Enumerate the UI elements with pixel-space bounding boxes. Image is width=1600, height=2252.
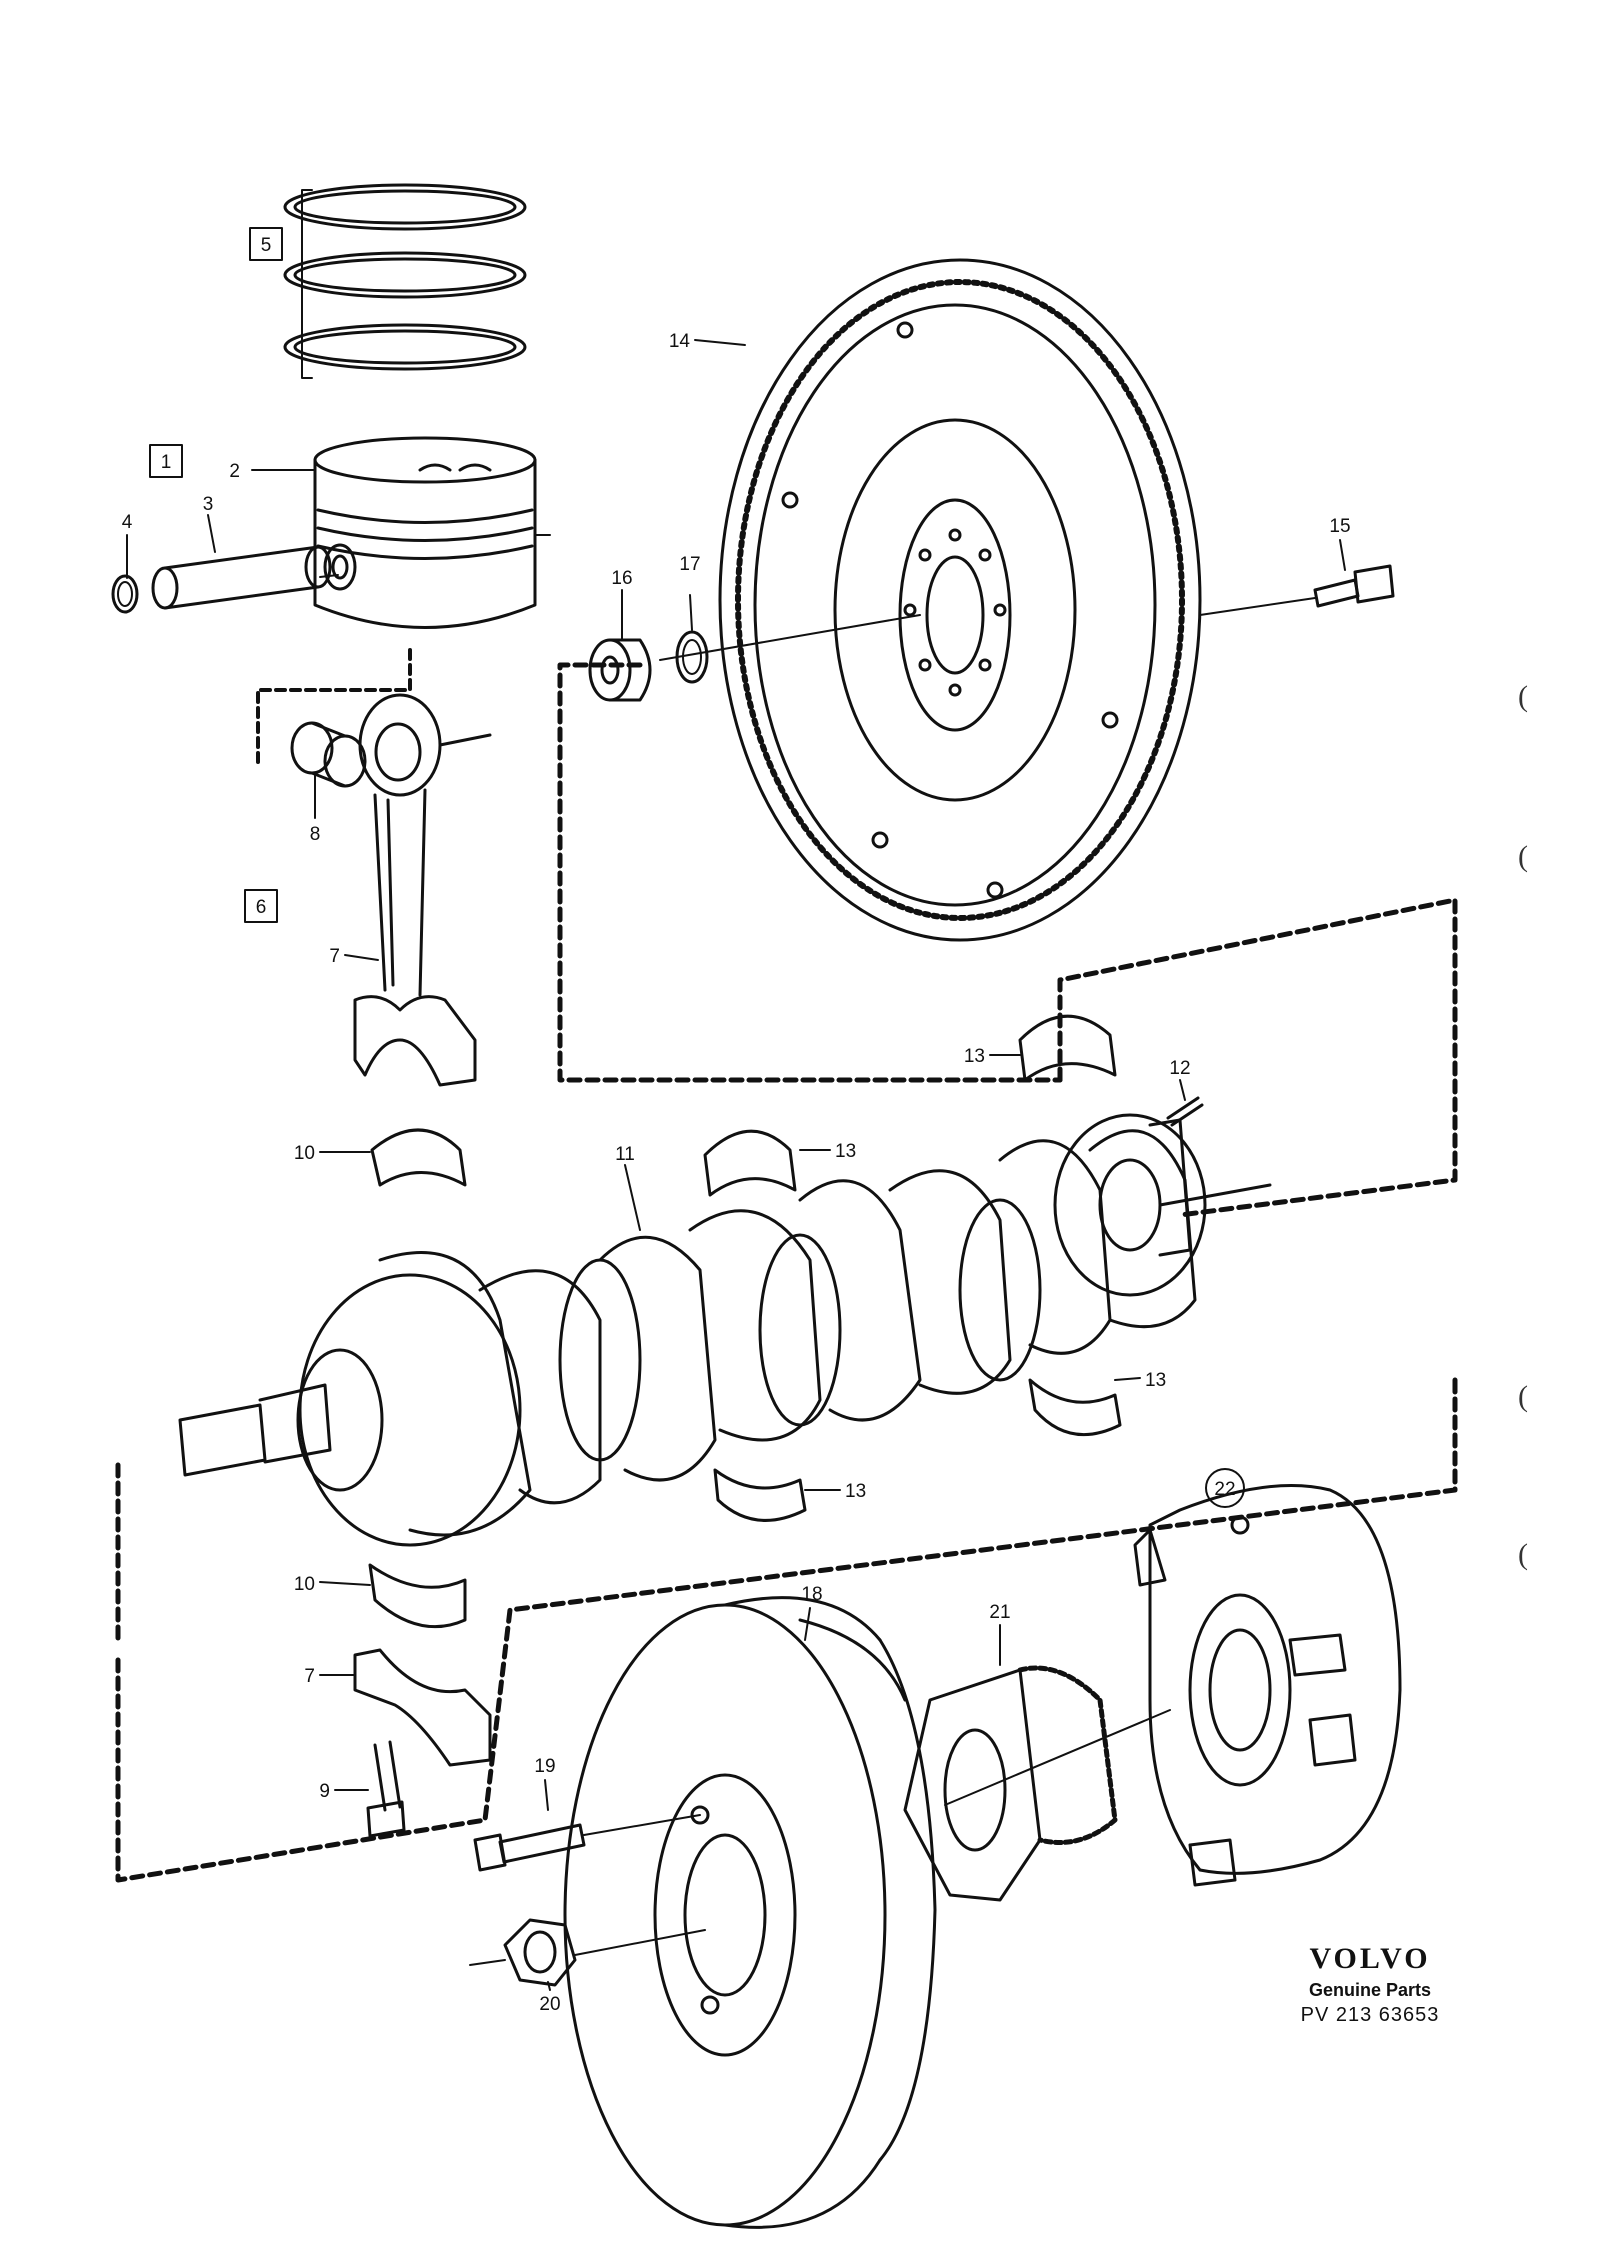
big-end-bolt xyxy=(366,1740,406,1838)
margin-mark: ( xyxy=(1518,1380,1528,1413)
callouts: 5 1 6 22 2 3 4 8 7 10 11 13 13 12 13 13 … xyxy=(122,235,1351,2015)
callout-20: 20 xyxy=(539,1994,560,2015)
diagram-code: PV 213 63653 xyxy=(1300,2004,1440,2026)
callout-22: 22 xyxy=(1214,1479,1235,1500)
margin-mark: ( xyxy=(1518,840,1528,873)
callout-6: 6 xyxy=(256,897,267,918)
crankshaft-pulley xyxy=(563,1596,937,2229)
crankshaft-nut xyxy=(503,1918,577,1987)
piston-rings xyxy=(283,183,527,371)
main-shell-3 xyxy=(1028,1378,1122,1437)
brand-subtitle: Genuine Parts xyxy=(1308,1980,1432,2000)
flywheel-bolt xyxy=(1313,564,1395,608)
callout-13c: 13 xyxy=(1145,1370,1166,1391)
callout-5: 5 xyxy=(261,235,272,256)
callout-8: 8 xyxy=(310,824,321,845)
main-shell-1 xyxy=(703,1129,797,1197)
timing-gear xyxy=(903,1665,1118,1902)
callout-13a: 13 xyxy=(964,1046,985,1067)
callout-2: 2 xyxy=(229,461,240,482)
callout-13b: 13 xyxy=(835,1141,856,1162)
callout-21: 21 xyxy=(989,1602,1010,1623)
crankshaft xyxy=(178,1113,1272,1547)
small-end-bush xyxy=(290,721,367,788)
callout-10a: 10 xyxy=(294,1143,315,1164)
callout-13d: 13 xyxy=(845,1481,866,1502)
big-end-cap xyxy=(353,1648,492,1767)
margin-mark: ( xyxy=(1518,1538,1528,1571)
callout-19: 19 xyxy=(534,1756,555,1777)
callout-12: 12 xyxy=(1169,1058,1190,1079)
callout-17: 17 xyxy=(679,554,700,575)
callout-3: 3 xyxy=(203,494,214,515)
main-shell-4 xyxy=(713,1468,807,1522)
brand-logo: VOLVO xyxy=(1309,1942,1431,1975)
big-end-shell-upper xyxy=(370,1128,467,1187)
callout-10b: 10 xyxy=(294,1574,315,1595)
pilot-bearing xyxy=(588,638,652,702)
main-shell-2 xyxy=(1018,1014,1117,1082)
callout-16: 16 xyxy=(611,568,632,589)
callout-7b: 7 xyxy=(304,1666,315,1687)
callout-9: 9 xyxy=(319,1781,330,1802)
gudgeon-pin xyxy=(151,545,332,610)
connecting-rod xyxy=(353,693,492,1087)
oil-pump xyxy=(1133,1484,1402,1887)
callout-1: 1 xyxy=(161,452,172,473)
callout-14: 14 xyxy=(669,331,691,352)
callout-15: 15 xyxy=(1329,516,1350,537)
callout-7a: 7 xyxy=(329,946,340,967)
big-end-shell-lower xyxy=(368,1563,467,1629)
callout-4: 4 xyxy=(122,512,133,533)
callout-11: 11 xyxy=(615,1144,635,1165)
callout-18: 18 xyxy=(801,1584,822,1605)
circlip xyxy=(111,574,139,614)
piston xyxy=(313,436,537,629)
flywheel xyxy=(718,258,1202,942)
pulley-bolt xyxy=(473,1823,586,1872)
margin-mark: ( xyxy=(1518,680,1528,713)
